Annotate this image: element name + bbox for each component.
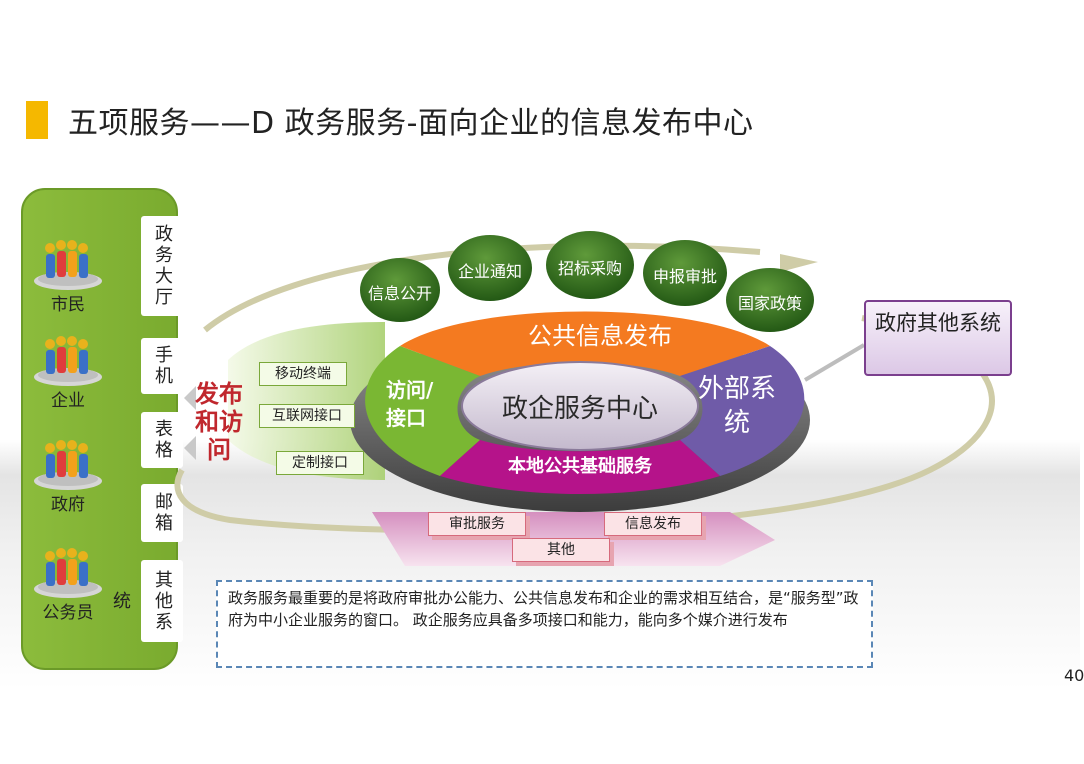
channel-hall: 政务大厅 [141,216,183,316]
ring-segment-left [365,346,480,476]
role-government: 政府 [23,434,113,515]
channel-mobile: 手机 [141,338,183,394]
role-label: 政府 [51,495,85,515]
topic-label: 招标采购 [557,259,622,278]
core-ellipse [461,361,699,451]
ring-segment-bottom [440,440,720,494]
role-citizen: 市民 [23,234,113,315]
ring-label-access: 访问/接口 [386,378,434,430]
role-label: 企业 [51,391,85,411]
topic-label: 国家政策 [737,294,802,313]
ring-segment-right [680,346,805,476]
topic-bubble [360,258,440,322]
channel-form: 表格 [141,412,183,468]
local-service-other: 其他 [512,538,610,562]
topic-bubble [643,240,727,306]
role-civil-servant: 公务员 [23,542,113,623]
ring-label-public-info: 公共信息发布 [528,322,672,350]
topic-label: 申报审批 [652,267,717,286]
access-funnel [228,322,385,480]
topic-label: 信息公开 [367,284,432,303]
publish-access-label: 发布和访问 [195,380,243,464]
people-group-icon [34,440,102,490]
topic-bubble [546,231,634,299]
core-label: 政企服务中心 [501,394,658,424]
role-enterprise: 企业 [23,330,113,411]
topic-label: 企业通知 [457,262,522,281]
access-item-mobile: 移动终端 [259,362,347,386]
external-system-box: 政府其他系统 [864,300,1012,376]
left-arrow-icon [184,436,196,460]
channel-other: 其他系统 [110,560,183,642]
title-accent-bar [26,101,48,139]
description-note: 政务服务最重要的是将政府审批办公能力、公共信息发布和企业的需求相互结合，是“服务… [216,580,873,668]
local-service-approval: 审批服务 [428,512,526,536]
role-label: 公务员 [42,603,94,623]
page-number: 40 [1064,666,1084,685]
topic-bubble [726,268,814,332]
access-item-internet: 互联网接口 [259,404,355,428]
user-channel-panel: 市民 企业 政府 公务员 [21,188,183,670]
people-group-icon [34,240,102,290]
role-label: 市民 [51,295,85,315]
people-group-icon [34,336,102,386]
left-arrow-icon [184,386,196,410]
service-ring [365,311,805,494]
people-group-icon [34,548,102,598]
topic-bubble [448,235,532,301]
page-title: 五项服务——D 政务服务-面向企业的信息发布中心 [68,106,754,141]
ring-label-local-services: 本地公共基础服务 [508,456,652,477]
access-item-custom: 定制接口 [276,451,364,475]
local-service-publish: 信息发布 [604,512,702,536]
ring-segment-top [400,311,770,376]
ring-label-external: 外部系统 [697,374,776,438]
external-connector [803,343,866,382]
